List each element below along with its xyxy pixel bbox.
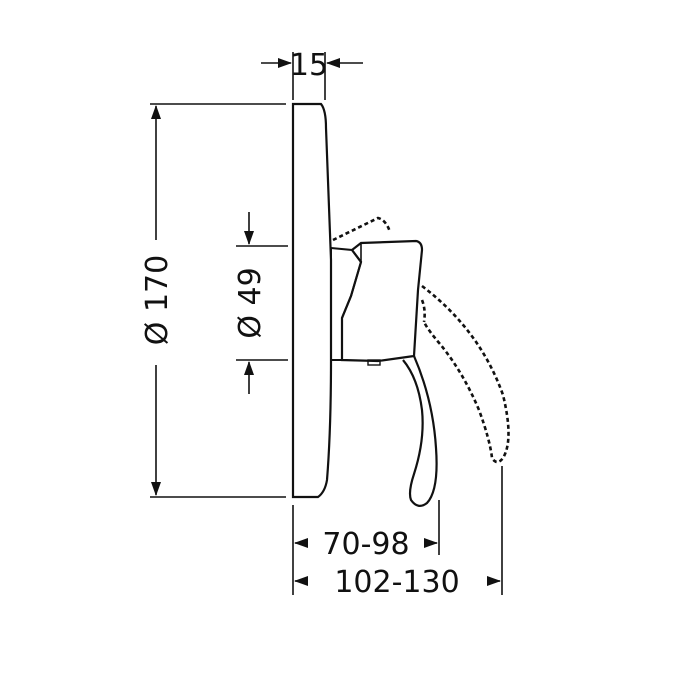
wall-plate [291,102,333,499]
dim-body-diameter [236,212,288,394]
dim-plate-thickness [261,52,363,100]
dim-plate-diameter [150,103,286,498]
body-notch [367,359,381,366]
dim-plate-thickness-label: 15 [290,48,328,83]
dim-handle-depth-label: 70-98 [322,527,409,562]
dim-total-depth [294,466,503,595]
dim-total-depth-label: 102-130 [334,565,459,600]
handle-head [340,239,424,363]
lever-solid [402,355,438,507]
mixer-body [330,246,363,361]
lever-dashed-open-position [332,216,510,464]
dim-body-diameter-label: Ø 49 [233,267,268,338]
dim-plate-diameter-label: Ø 170 [140,255,175,345]
dim-handle-depth [292,500,440,595]
